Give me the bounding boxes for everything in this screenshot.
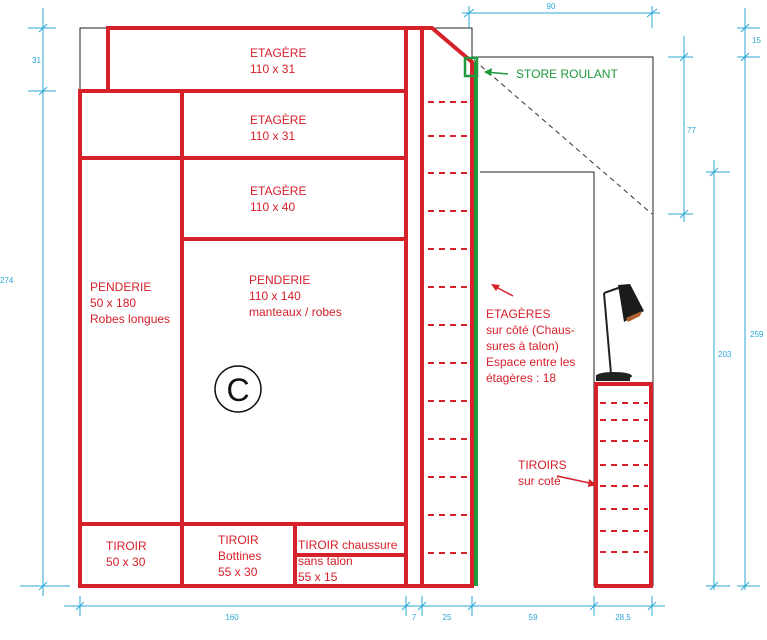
svg-text:étagères : 18: étagères : 18 <box>486 371 556 385</box>
roller-blind <box>463 56 509 586</box>
svg-text:ETAGÈRES: ETAGÈRES <box>486 306 550 321</box>
svg-text:ETAGÈRE: ETAGÈRE <box>250 183 306 198</box>
label-etagere-top: ETAGÈRE 110 x 31 <box>250 45 306 76</box>
red-furniture <box>78 26 653 588</box>
svg-text:TIROIR chaussure: TIROIR chaussure <box>298 538 398 552</box>
dim-bottom-25: 25 <box>443 613 452 622</box>
svg-text:Espace entre les: Espace entre les <box>486 355 575 369</box>
svg-text:Robes longues: Robes longues <box>90 312 170 326</box>
svg-text:50 x 180: 50 x 180 <box>90 296 136 310</box>
svg-text:ETAGÈRE: ETAGÈRE <box>250 112 306 127</box>
dim-left-31: 31 <box>32 56 41 65</box>
shoe-column-outline <box>421 27 473 587</box>
svg-text:PENDERIE: PENDERIE <box>90 280 151 294</box>
svg-text:ETAGÈRE: ETAGÈRE <box>250 45 306 60</box>
room-outline <box>472 56 654 586</box>
label-tiroirs-side: TIROIRS sur coté <box>518 458 567 488</box>
svg-text:55 x 30: 55 x 30 <box>218 565 258 579</box>
copyright-letter: C <box>226 372 249 408</box>
dim-bottom-160: 160 <box>225 613 239 622</box>
label-tiroir-chaussure: TIROIR chaussure sans talon 55 x 15 <box>298 538 398 584</box>
svg-text:110 x 31: 110 x 31 <box>250 129 295 143</box>
svg-text:50 x 30: 50 x 30 <box>106 555 146 569</box>
label-penderie-left: PENDERIE 50 x 180 Robes longues <box>90 280 170 326</box>
lamp-icon <box>596 284 644 381</box>
label-tiroir-bottines: TIROIR Bottines 55 x 30 <box>218 533 261 579</box>
dim-right-77: 77 <box>687 126 696 135</box>
svg-text:sur coté: sur coté <box>518 474 561 488</box>
svg-text:TIROIRS: TIROIRS <box>518 458 567 472</box>
label-etageres-side: ETAGÈRES sur côté (Chaus- sures à talon)… <box>486 306 575 385</box>
blind-box <box>463 56 479 78</box>
dimension-lines: 90 15 259 77 203 31 274 <box>0 2 764 622</box>
svg-text:sans talon: sans talon <box>298 554 353 568</box>
dim-bottom-28-5: 28,5 <box>615 613 631 622</box>
red-arrows <box>491 284 597 487</box>
svg-text:110 x 31: 110 x 31 <box>250 62 295 76</box>
svg-text:manteaux / robes: manteaux / robes <box>249 305 342 319</box>
svg-text:TIROIR: TIROIR <box>106 539 147 553</box>
svg-text:110 x 40: 110 x 40 <box>250 200 295 214</box>
dim-left-274: 274 <box>0 276 14 285</box>
dim-right-15: 15 <box>752 36 761 45</box>
drawer-lines <box>600 402 648 553</box>
svg-text:55 x 15: 55 x 15 <box>298 570 338 584</box>
label-store-roulant: STORE ROULANT <box>516 67 618 81</box>
shoe-shelves <box>428 101 470 554</box>
dim-bottom-59: 59 <box>529 613 538 622</box>
dim-bottom-7: 7 <box>412 613 417 622</box>
svg-text:TIROIR: TIROIR <box>218 533 259 547</box>
dim-right-203: 203 <box>718 350 732 359</box>
copyright-symbol <box>214 365 262 413</box>
label-etagere-low: ETAGÈRE 110 x 40 <box>250 183 306 214</box>
outline-structure <box>79 27 654 587</box>
label-etagere-mid: ETAGÈRE 110 x 31 <box>250 112 306 143</box>
sloped-ceiling-line <box>473 59 653 215</box>
svg-text:sures à talon): sures à talon) <box>486 339 559 353</box>
svg-text:110 x 140: 110 x 140 <box>249 289 301 303</box>
tiroirs-arrow <box>556 475 595 485</box>
dim-top-90: 90 <box>547 2 556 11</box>
label-tiroir-left: TIROIR 50 x 30 <box>106 539 147 569</box>
svg-text:Bottines: Bottines <box>218 549 261 563</box>
label-penderie-right: PENDERIE 110 x 140 manteaux / robes <box>249 273 342 319</box>
dim-right-259: 259 <box>750 330 764 339</box>
svg-text:PENDERIE: PENDERIE <box>249 273 310 287</box>
svg-text:sur côté (Chaus-: sur côté (Chaus- <box>486 323 575 337</box>
